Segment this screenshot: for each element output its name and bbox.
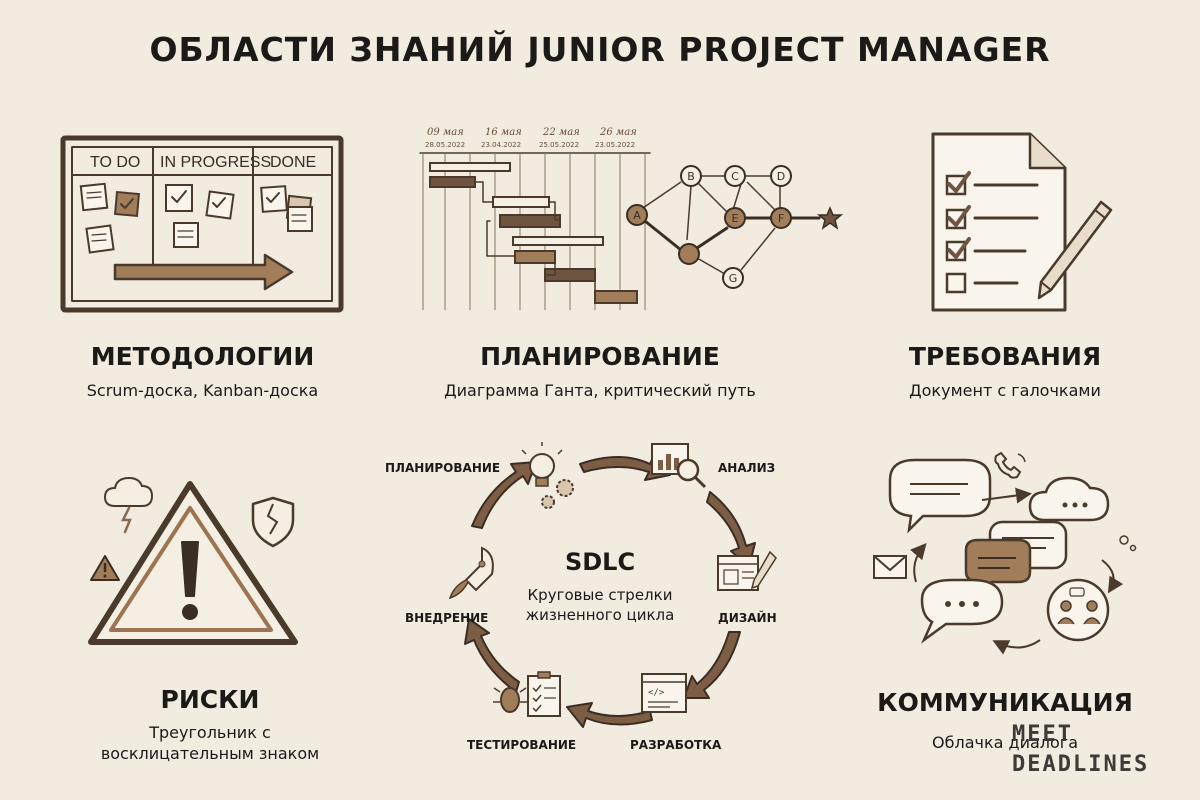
- cycle-arrow: [683, 631, 741, 699]
- analysis-chart-magnifier-icon: [651, 443, 707, 489]
- risks-subtitle: Треугольник с восклицательным знаком: [60, 722, 360, 764]
- sdlc-subtitle-line1: Круговые стрелки: [527, 586, 673, 604]
- sdlc-subtitle-line2: жизненного цикла: [525, 606, 675, 624]
- communication-subtitle: Облачка диалога: [932, 733, 1078, 752]
- page-title: ОБЛАСТИ ЗНАНИЙ JUNIOR PROJECT MANAGER: [149, 30, 1051, 69]
- network-node-label: G: [729, 272, 738, 285]
- speech-bubble-icon: [888, 458, 992, 534]
- gantt-date: 25.05.2022: [539, 141, 579, 149]
- cycle-arrow: [566, 702, 653, 728]
- envelope-icon: [873, 555, 907, 579]
- methodologies-heading: МЕТОДОЛОГИИ: [90, 342, 315, 371]
- lightbulb-gear-icon: [521, 442, 574, 509]
- network-node-label: F: [778, 212, 784, 225]
- gantt-date: 16 мая: [485, 127, 522, 138]
- code-window-icon: </>: [641, 673, 687, 713]
- people-discussion-icon: [1046, 578, 1110, 642]
- network-node-label: A: [633, 209, 641, 222]
- risks-subtitle-line1: Треугольник с: [149, 723, 271, 742]
- kanban-col-todo: TO DO: [90, 154, 140, 171]
- star-icon: [816, 206, 844, 230]
- risks-subtitle-line2: восклицательным знаком: [100, 744, 320, 763]
- sdlc-cycle-diagram: </>: [448, 442, 777, 728]
- cycle-arrow: [579, 454, 671, 481]
- requirements-subtitle: Документ с галочками: [909, 381, 1101, 400]
- gantt-date: 26 мая: [599, 127, 637, 138]
- arrow-right-icon: [113, 253, 294, 291]
- sticky-note-icon: [79, 182, 141, 254]
- kanban-col-in-progress: IN PROGRESS: [160, 154, 271, 171]
- sticky-note-icon: [260, 185, 313, 232]
- network-node-label: B: [687, 170, 695, 183]
- sdlc-stage-design: ДИЗАЙН: [718, 611, 777, 625]
- watermark-line1: MEET: [1012, 722, 1073, 747]
- communication-bubbles-illustration: [873, 451, 1137, 655]
- network-node-label: D: [777, 170, 785, 183]
- requirements-heading: ТРЕБОВАНИЯ: [908, 342, 1102, 371]
- network-node-label: E: [732, 212, 739, 225]
- gantt-date: 28.05.2022: [425, 141, 465, 149]
- methodologies-subtitle: Scrum-доска, Kanban-доска: [86, 381, 319, 400]
- planning-subtitle: Диаграмма Ганта, критический путь: [444, 381, 756, 400]
- pencil-icon: [1037, 200, 1113, 300]
- planning-heading: ПЛАНИРОВАНИЕ: [480, 342, 720, 371]
- gantt-date: 22 мая: [542, 127, 580, 138]
- phone-icon: [994, 451, 1026, 479]
- warning-small-icon: [90, 555, 120, 581]
- broken-shield-icon: [251, 496, 295, 548]
- design-wireframe-icon: [717, 550, 777, 591]
- checklist-document-icon: [931, 132, 1113, 312]
- watermark-line2: DEADLINES: [1012, 752, 1150, 777]
- test-checklist-bug-icon: [493, 671, 561, 717]
- sdlc-stage-deployment: ВНЕДРЕНИЕ: [405, 611, 489, 625]
- rocket-icon: [448, 546, 494, 600]
- sticky-note-icon: [165, 184, 235, 248]
- risk-triangle-illustration: [88, 476, 298, 645]
- watermark-logo: MEET DEADLINES: [1012, 720, 1149, 780]
- communication-heading: КОММУНИКАЦИЯ: [877, 688, 1133, 717]
- speech-bubble-dots-icon: [920, 578, 1004, 644]
- gantt-date: 09 мая: [427, 127, 464, 138]
- sdlc-stage-analysis: АНАЛИЗ: [718, 461, 776, 475]
- network-node-label: C: [731, 170, 739, 183]
- storm-cloud-icon: [103, 476, 154, 534]
- svg-text:</>: </>: [648, 688, 665, 698]
- sdlc-title: SDLC: [564, 548, 636, 576]
- sdlc-stage-development: РАЗРАБОТКА: [630, 738, 722, 752]
- gantt-chart-illustration: 09 мая 16 мая 22 мая 26 мая 28.05.2022 2…: [419, 127, 651, 310]
- sdlc-subtitle: Круговые стрелки жизненного цикла: [500, 585, 700, 625]
- kanban-col-done: DONE: [270, 154, 316, 171]
- exclamation-icon: [181, 541, 199, 597]
- gantt-date: 23.04.2022: [481, 141, 521, 149]
- cycle-arrow: [464, 618, 520, 693]
- sdlc-stage-testing: ТЕСТИРОВАНИЕ: [467, 738, 577, 752]
- sdlc-stage-planning: ПЛАНИРОВАНИЕ: [385, 461, 501, 475]
- kanban-board-illustration: TO DO IN PROGRESS DONE: [60, 135, 344, 313]
- critical-path-network: A B C D E F G: [626, 165, 844, 289]
- cloud-bubble-icon: [1028, 476, 1137, 552]
- gantt-date: 23.05.2022: [595, 141, 635, 149]
- risks-heading: РИСКИ: [160, 685, 260, 714]
